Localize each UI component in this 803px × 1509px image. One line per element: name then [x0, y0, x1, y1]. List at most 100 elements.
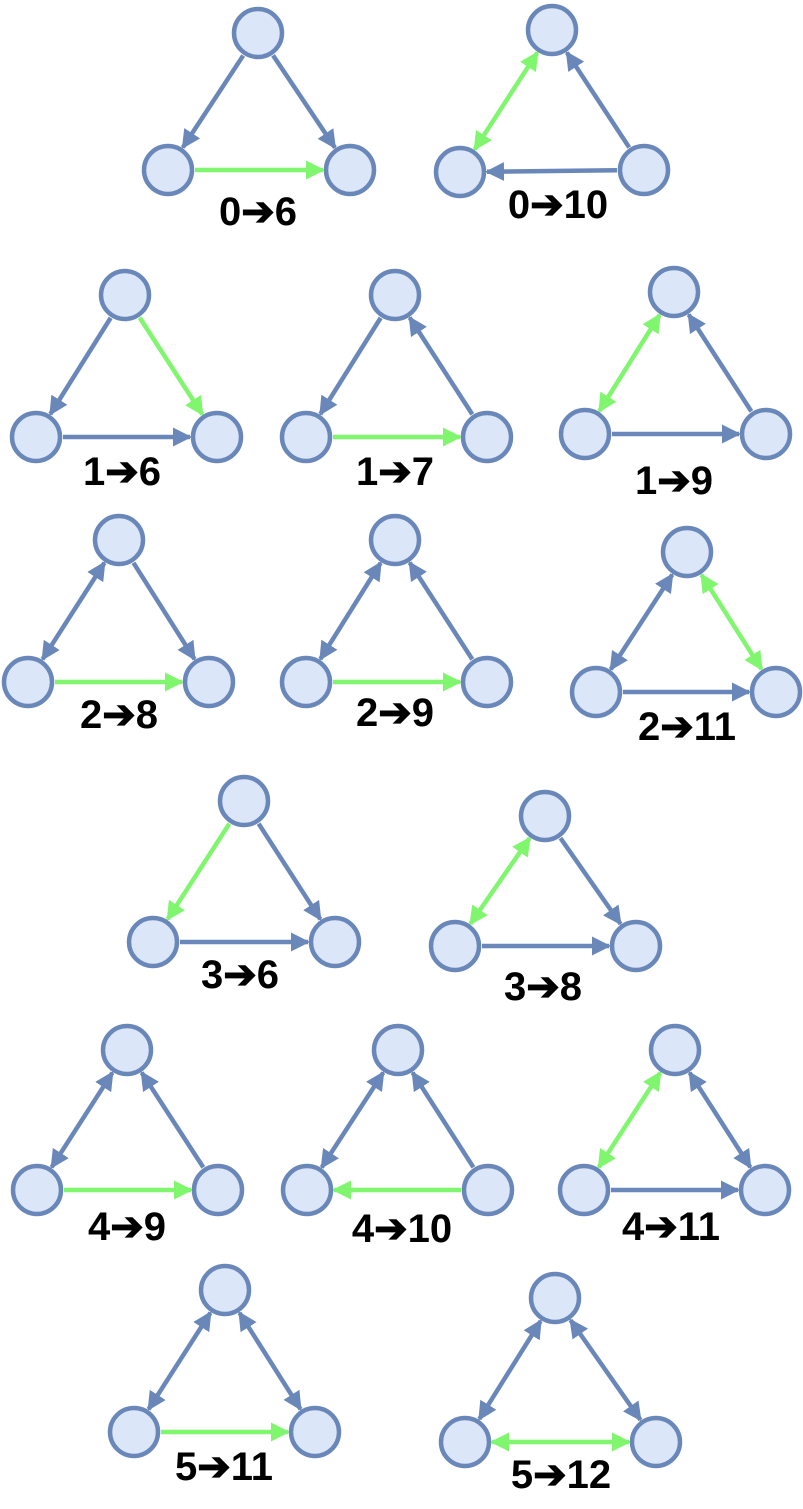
node-right	[739, 407, 793, 461]
motif-label: 1➔6	[83, 450, 161, 494]
motif-11: 4➔9	[10, 1023, 245, 1249]
node-right	[191, 1163, 245, 1217]
node-left	[126, 915, 180, 969]
node-right	[461, 1163, 515, 1217]
node-top	[371, 1023, 425, 1077]
edge-top-right-highlighted	[137, 316, 205, 416]
node-right	[323, 143, 377, 197]
motif-15: 5➔12	[438, 1271, 683, 1497]
node-top	[98, 268, 152, 322]
motif-1: 0➔6	[141, 6, 377, 234]
motif-7: 2➔9	[279, 513, 514, 735]
node-right	[629, 1415, 683, 1469]
motif-12: 4➔10	[280, 1023, 515, 1251]
motif-10: 3➔8	[428, 789, 663, 1009]
edge-top-left	[180, 54, 246, 150]
motif-label: 4➔10	[352, 1207, 452, 1251]
motif-label: 5➔12	[511, 1453, 611, 1497]
edge-top-right	[686, 313, 754, 413]
node-right	[308, 915, 362, 969]
node-right	[182, 655, 236, 709]
edge-top-right	[407, 561, 475, 661]
edge-top-left-highlighted	[596, 1071, 663, 1169]
node-top	[660, 525, 714, 579]
node-top	[92, 513, 146, 567]
edge-top-left-highlighted	[597, 313, 662, 413]
motif-4: 1➔7	[279, 268, 514, 494]
node-left	[428, 919, 482, 973]
edge-top-right	[256, 822, 323, 921]
edge-top-right	[271, 54, 337, 150]
node-right	[460, 655, 514, 709]
node-right	[288, 1405, 342, 1459]
node-top	[100, 1023, 154, 1077]
edge-top-right	[410, 1071, 476, 1169]
node-top	[525, 3, 579, 57]
node-top	[368, 268, 422, 322]
node-right	[460, 410, 514, 464]
node-left	[280, 1163, 334, 1217]
motif-9: 3➔6	[126, 774, 362, 997]
motif-label: 2➔11	[638, 705, 736, 749]
edge-top-left-highlighted	[472, 51, 540, 151]
node-left	[433, 145, 487, 199]
motif-label: 1➔9	[635, 459, 713, 503]
edge-top-right	[139, 1071, 206, 1169]
edge-top-right	[564, 50, 632, 149]
node-top	[231, 6, 285, 60]
motif-3: 1➔6	[9, 268, 244, 494]
node-left	[569, 665, 623, 719]
edge-top-left	[40, 561, 107, 661]
node-right	[738, 1163, 792, 1217]
motif-label: 2➔8	[80, 693, 158, 737]
node-left	[558, 407, 612, 461]
edge-top-left	[49, 1071, 115, 1169]
edge-top-left	[608, 573, 675, 671]
edge-top-left	[477, 1319, 543, 1421]
motif-label: 4➔11	[622, 1205, 720, 1249]
edge-top-right	[568, 1318, 643, 1422]
node-left	[9, 410, 63, 464]
node-top	[647, 265, 701, 319]
node-right	[190, 410, 244, 464]
edge-top-left-highlighted	[165, 822, 232, 921]
node-left	[10, 1163, 64, 1217]
motif-14: 5➔11	[107, 1263, 342, 1489]
edge-top-left	[146, 1311, 213, 1411]
edge-top-right	[558, 836, 623, 926]
node-right	[749, 665, 803, 719]
node-right	[617, 143, 671, 197]
motif-13: 4➔11	[557, 1023, 792, 1249]
edge-top-right-highlighted	[699, 573, 764, 671]
node-top	[528, 1271, 582, 1325]
edge-top-left-highlighted	[468, 836, 532, 926]
node-left	[141, 143, 195, 197]
motif-label: 3➔6	[201, 953, 279, 997]
motif-label: 0➔6	[219, 190, 297, 234]
motif-label: 1➔7	[356, 450, 434, 494]
node-left	[107, 1405, 161, 1459]
motif-6: 2➔8	[1, 513, 236, 737]
edge-top-right	[237, 1311, 303, 1411]
motif-label: 2➔9	[356, 691, 434, 735]
motif-2: 0➔10	[433, 3, 671, 227]
motif-label: 0➔10	[508, 183, 608, 227]
motif-8: 2➔11	[569, 525, 803, 749]
node-top	[368, 513, 422, 567]
edge-top-right	[687, 1071, 753, 1169]
node-left	[557, 1163, 611, 1217]
node-right	[609, 919, 663, 973]
node-left	[279, 410, 333, 464]
motif-5: 1➔9	[558, 265, 793, 503]
node-top	[217, 774, 271, 828]
motif-label: 3➔8	[504, 965, 582, 1009]
edge-top-right	[131, 561, 197, 661]
edge-top-left	[318, 316, 383, 416]
edge-bottom	[485, 162, 618, 181]
edge-top-left	[318, 561, 383, 661]
node-top	[518, 789, 572, 843]
node-left	[279, 655, 333, 709]
node-left	[1, 655, 55, 709]
node-top	[198, 1263, 252, 1317]
